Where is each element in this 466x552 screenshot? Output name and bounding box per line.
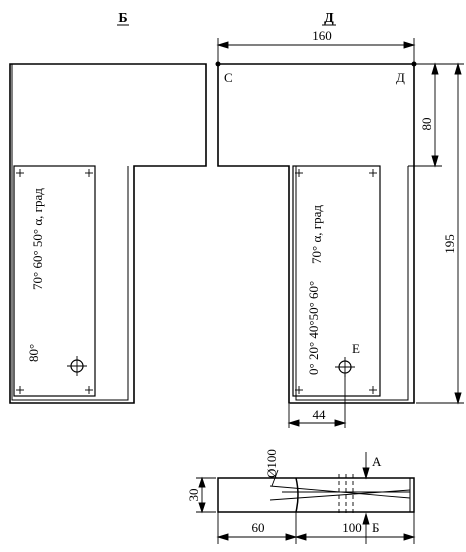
dim-30 (196, 476, 216, 514)
section-body-outline (217, 477, 415, 513)
left-plate-corner-marks (16, 169, 93, 394)
left-hole-mark (67, 356, 87, 376)
section-arrow-a (362, 452, 370, 480)
view-title-left: Б (118, 11, 127, 26)
dim-80-label: 80 (419, 118, 434, 131)
right-view-inner-edge (295, 166, 409, 401)
dim-80 (414, 62, 442, 168)
section-mark-b: Б (372, 520, 379, 535)
left-view-inner-edge (11, 64, 129, 401)
dim-diameter-label: Ø100 (264, 449, 279, 478)
dim-44 (287, 374, 347, 428)
view-title-right: Д (324, 11, 334, 26)
point-d-label: Д (396, 70, 405, 85)
right-hole-mark (335, 357, 355, 377)
dim-30-label: 30 (186, 489, 201, 502)
dim-160-label: 160 (312, 28, 332, 43)
section-arrow-b (362, 512, 370, 544)
left-scale-plate (13, 165, 96, 397)
left-scale-label-bottom: 80° (26, 344, 41, 362)
left-scale-label-top: 70° 60° 50° α, град (30, 188, 45, 290)
section-hidden-lines (338, 474, 354, 516)
point-c-label: С (224, 70, 233, 85)
dim-diameter-leader (271, 469, 279, 487)
dim-60-label: 60 (252, 520, 265, 535)
right-scale-plate (292, 165, 381, 397)
dim-195 (416, 62, 464, 405)
right-plate-corner-marks (295, 169, 377, 394)
right-scale-label-top: 70° α, град (309, 205, 324, 264)
section-bore-lines (269, 485, 411, 501)
dim-60-100 (216, 512, 416, 544)
dim-100-label: 100 (342, 520, 362, 535)
right-scale-label-mid: 0° 20° 40°50° 60° (306, 281, 321, 375)
point-c-dot (215, 61, 221, 67)
section-mark-a: А (372, 454, 382, 469)
dim-195-label: 195 (442, 234, 457, 254)
dim-44-label: 44 (313, 407, 327, 422)
point-e-label: Е (352, 341, 360, 356)
left-view-outline (9, 63, 207, 404)
dim-160 (216, 38, 416, 62)
